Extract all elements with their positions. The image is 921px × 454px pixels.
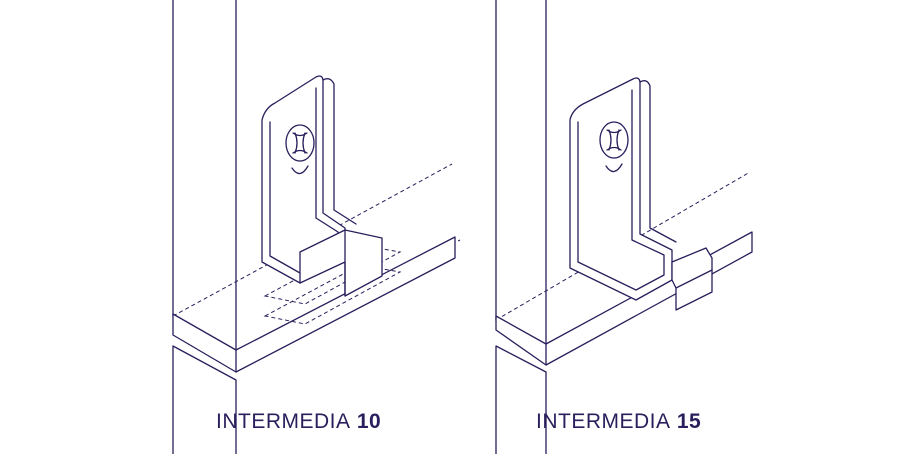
slot-2: [263, 264, 402, 325]
caption-number: 15: [676, 410, 702, 433]
caption-intermedia-10: INTERMEDIA 10: [216, 410, 381, 434]
lower-post: [495, 345, 547, 454]
caption-name: INTERMEDIA: [536, 410, 671, 433]
bracket-inner-edge: [577, 89, 665, 291]
lower-post: [172, 345, 237, 454]
screw-slot-hole: [605, 163, 623, 173]
bracket-side-edge: [322, 78, 357, 225]
bracket-hook: [671, 247, 713, 311]
bracket-side-edge: [639, 80, 677, 243]
screw-head: [599, 121, 629, 159]
caption-intermedia-15: INTERMEDIA 15: [536, 410, 701, 434]
screw-slot-hole: [291, 165, 309, 175]
screw-slot: [292, 132, 308, 154]
screw-head: [285, 124, 315, 162]
screw-slot: [606, 129, 622, 151]
hook-fold: [675, 269, 713, 289]
caption-number: 10: [356, 410, 382, 433]
shelf-back-dashed: [172, 163, 453, 317]
bracket-back-plate: [261, 75, 346, 284]
caption-name: INTERMEDIA: [216, 410, 351, 433]
bracket-back-plate: [569, 77, 673, 301]
